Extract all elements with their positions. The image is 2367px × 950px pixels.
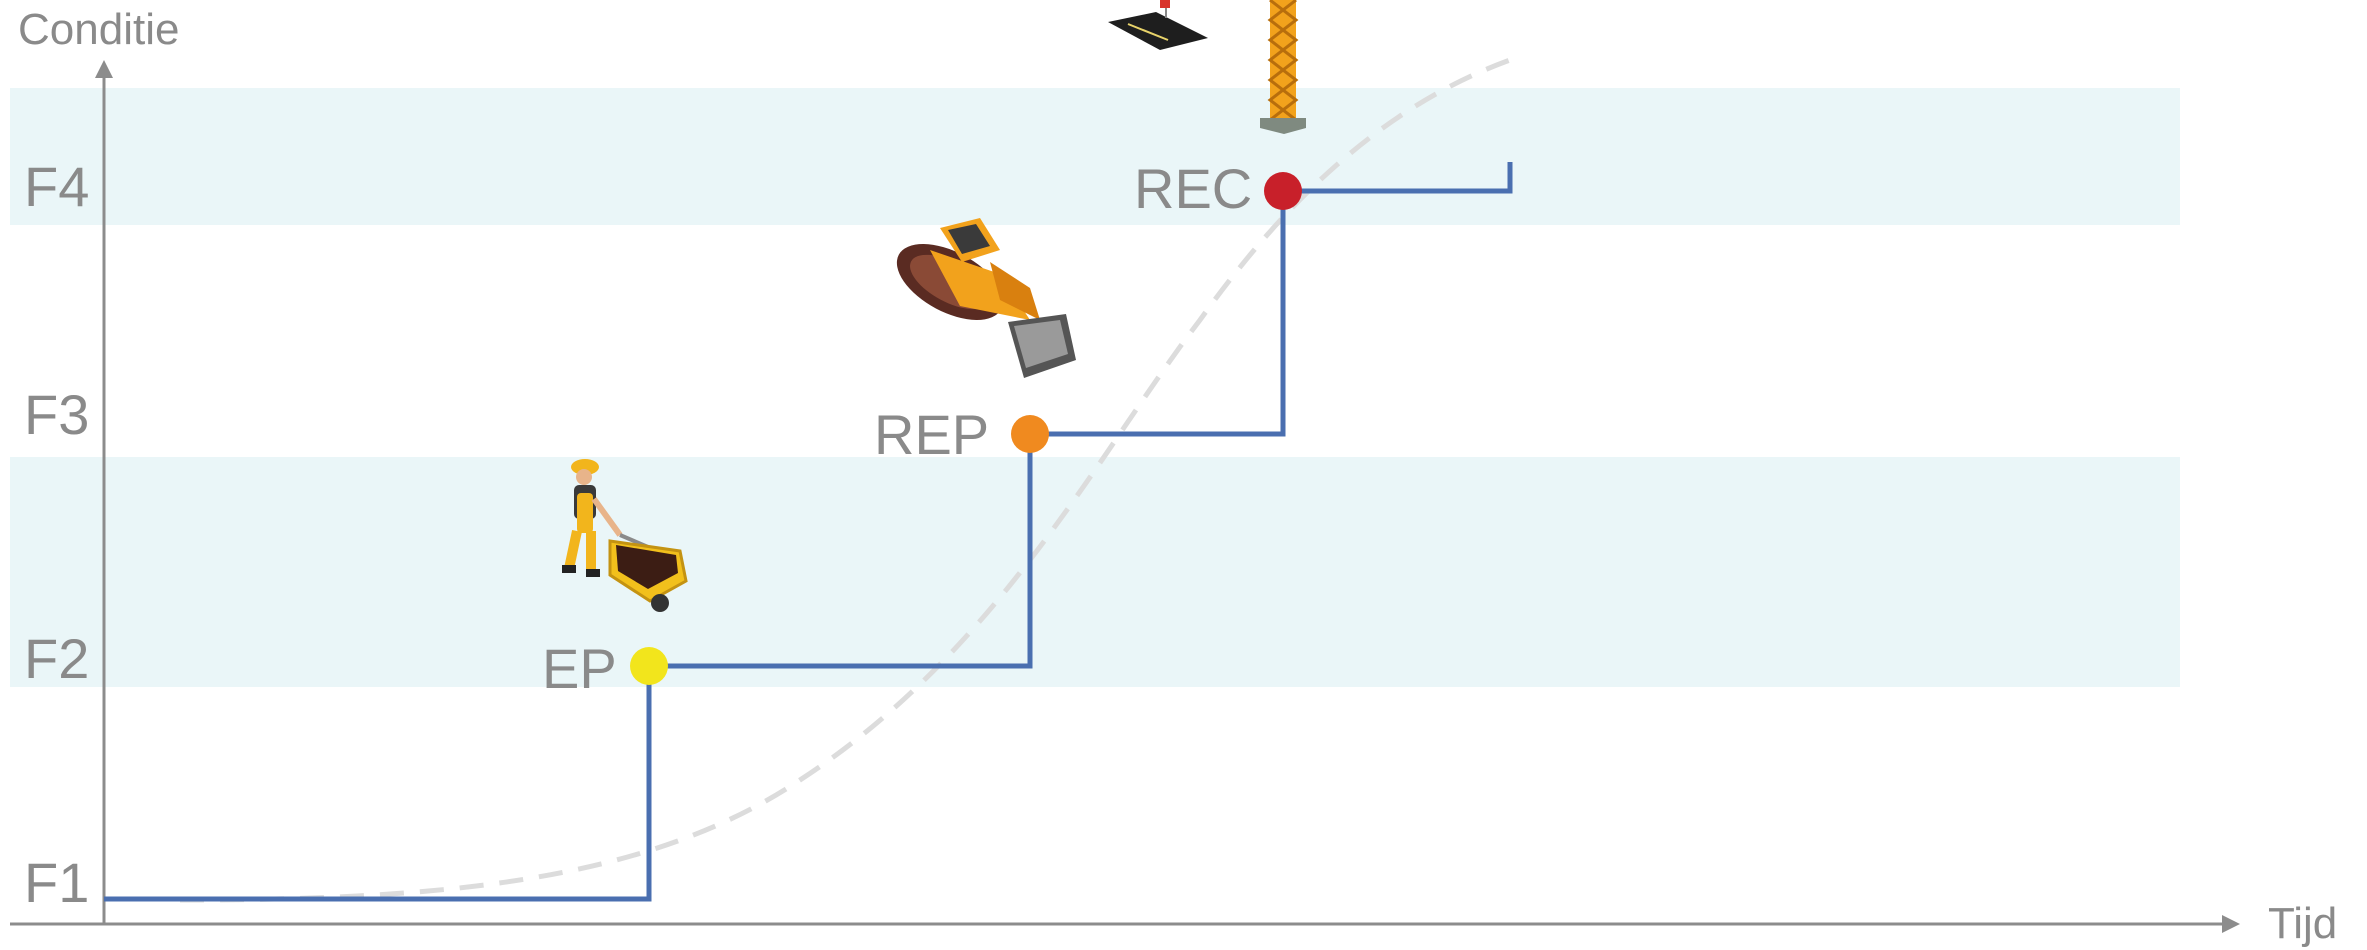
band-f4 [10, 88, 2180, 225]
x-axis-arrow-icon [2222, 915, 2240, 933]
marker-label-rec: REC [1134, 157, 1252, 220]
level-label-f4: F4 [24, 155, 89, 218]
y-axis-label: Conditie [18, 5, 179, 54]
marker-ep [630, 647, 668, 685]
band-f2 [10, 457, 2180, 687]
bulldozer-icon [896, 218, 1076, 378]
marker-label-ep: EP [542, 637, 617, 700]
y-axis [95, 60, 113, 924]
x-axis-label: Tijd [2268, 899, 2337, 948]
level-label-f1: F1 [24, 851, 89, 914]
marker-rep [1011, 415, 1049, 453]
x-axis [10, 915, 2240, 933]
crane-lifting-slab-icon [1108, 0, 1306, 134]
marker-rec [1264, 172, 1302, 210]
level-label-f2: F2 [24, 627, 89, 690]
y-axis-arrow-icon [95, 60, 113, 78]
worker-wheelbarrow-icon [562, 459, 688, 612]
level-label-f3: F3 [24, 383, 89, 446]
marker-label-rep: REP [874, 403, 989, 466]
deterioration-curve [179, 57, 1511, 903]
